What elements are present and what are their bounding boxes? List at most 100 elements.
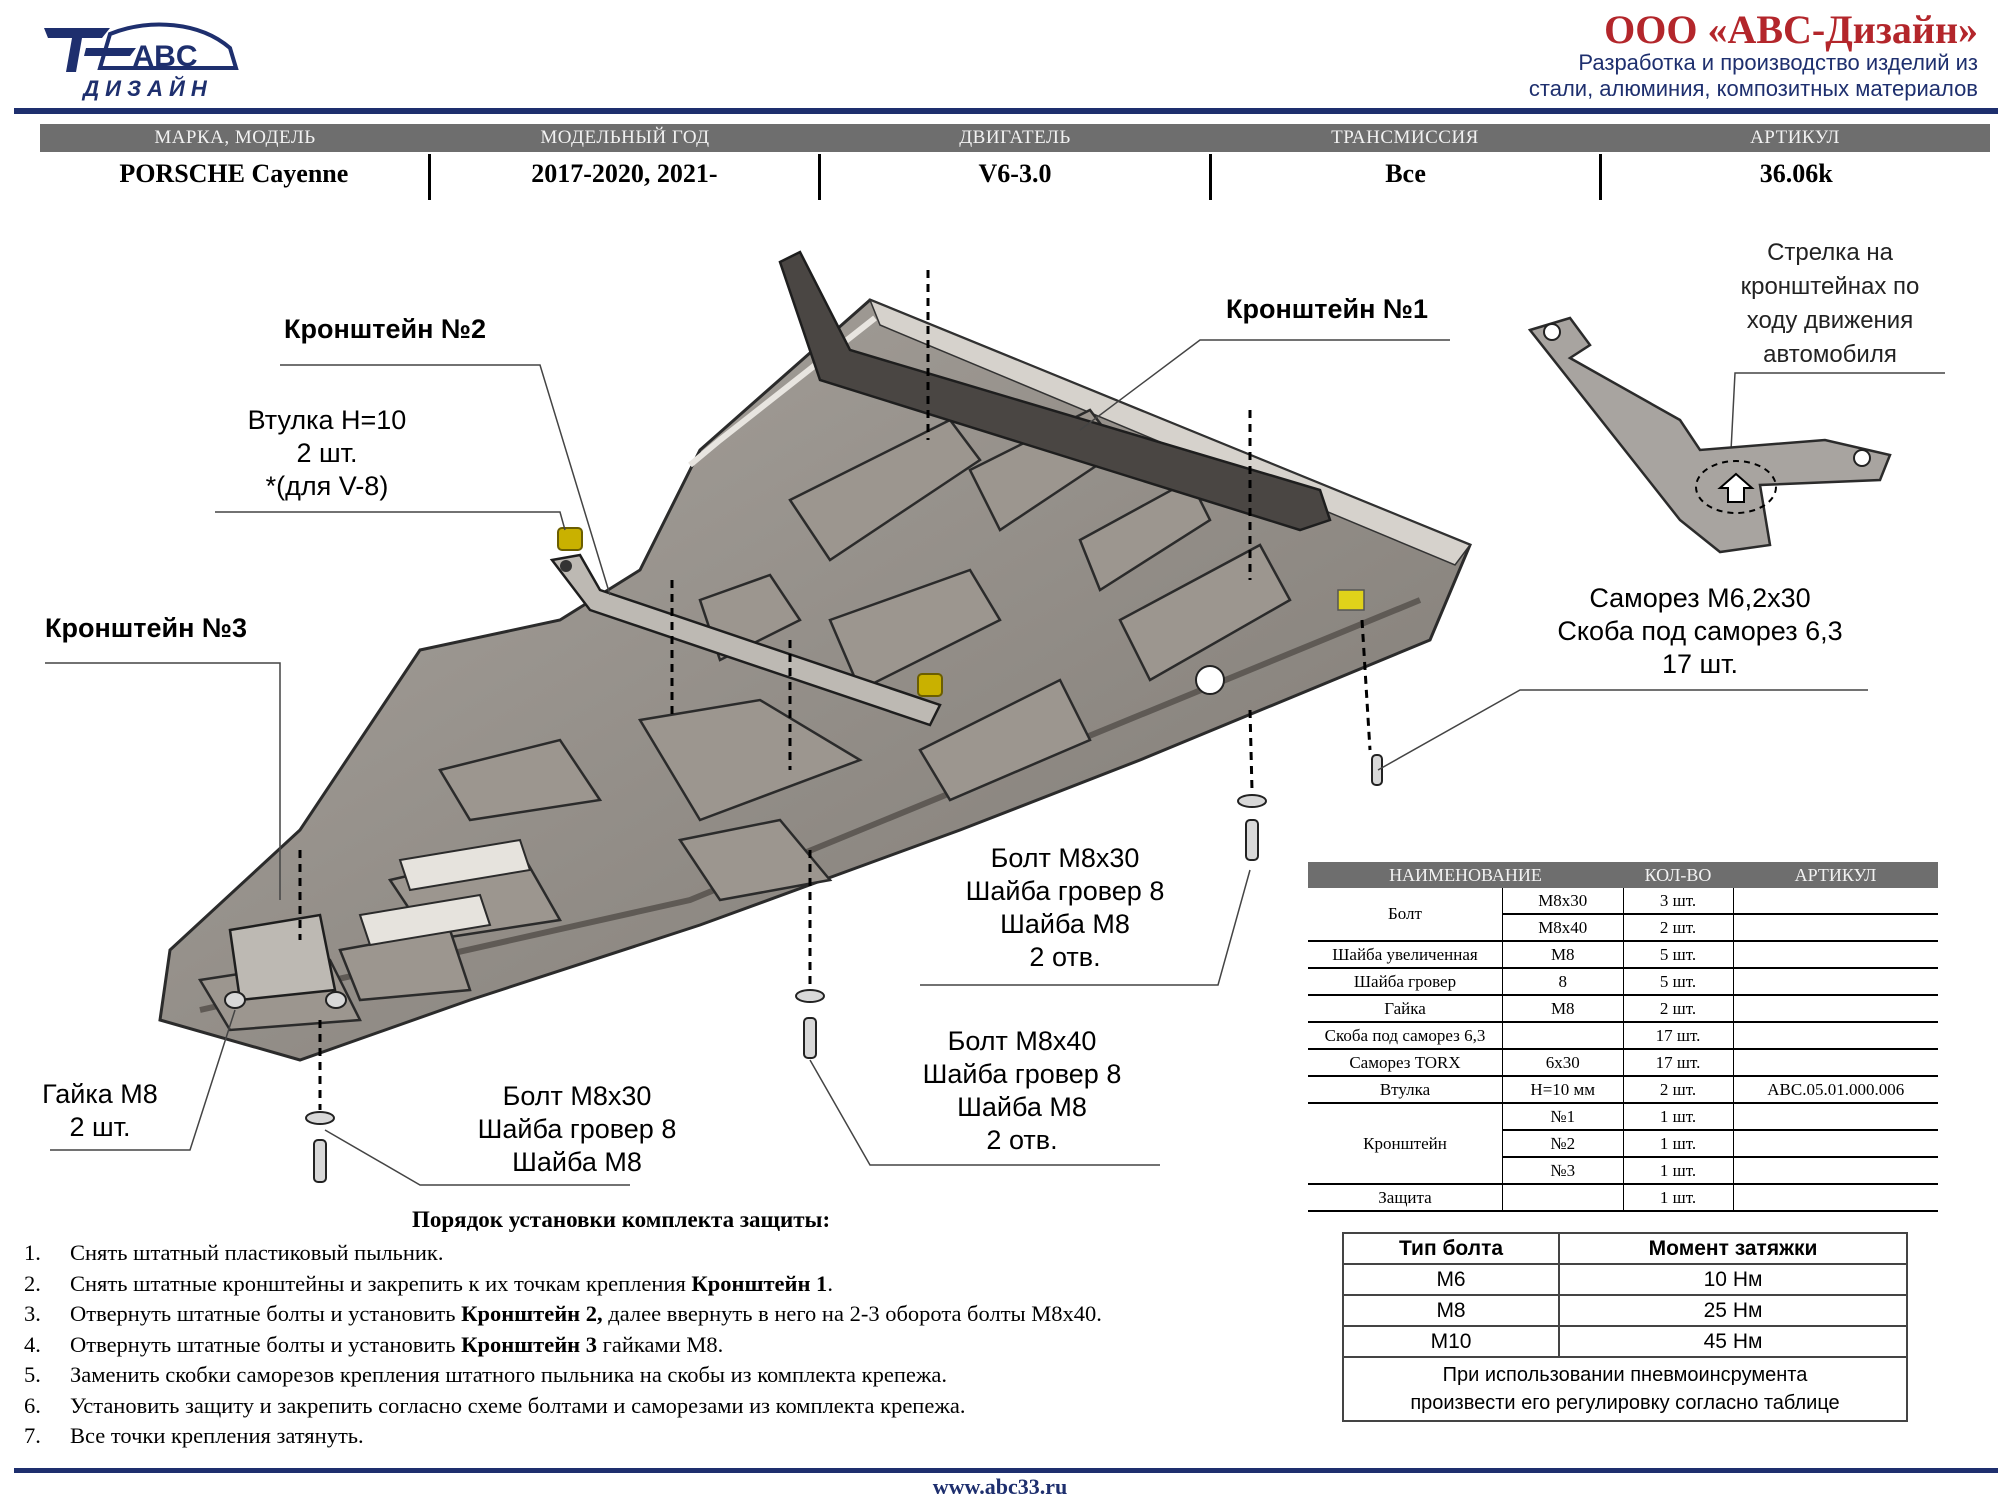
table-cell <box>1732 941 1938 969</box>
list-item: 4.Отвернуть штатные болты и установить К… <box>24 1330 1324 1361</box>
table-cell: Кронштейн <box>1308 1103 1503 1185</box>
callout-screw: Саморез М6,2х30 Скоба под саморез 6,3 17… <box>1540 582 1860 681</box>
step-bold-text: Кронштейн 1 <box>691 1270 828 1296</box>
spec-table-header: МАРКА, МОДЕЛЬ МОДЕЛЬНЫЙ ГОД ДВИГАТЕЛЬ ТР… <box>40 124 1990 152</box>
table-cell: 6х30 <box>1502 1049 1623 1077</box>
table-cell: 17 шт. <box>1622 1049 1733 1077</box>
table-cell: Скоба под саморез 6,3 <box>1308 1022 1503 1050</box>
callout-line: 2 отв. <box>1029 942 1101 972</box>
spec-col-year: МОДЕЛЬНЫЙ ГОД <box>540 127 710 148</box>
parts-table: НАИМЕНОВАНИЕ КОЛ-ВО АРТИКУЛ Болт М8х30 3… <box>1308 862 1938 1212</box>
spec-value-article: 36.06k <box>1599 154 1990 200</box>
spec-value-year: 2017-2020, 2021- <box>427 154 819 200</box>
table-cell: М8х40 <box>1502 914 1623 942</box>
callout-bracket-2: Кронштейн №2 <box>284 314 487 344</box>
table-row: М8х40 2 шт. <box>1308 914 1938 942</box>
table-row: Гайка М8 2 шт. <box>1308 995 1938 1023</box>
callout-line: Гайка М8 <box>42 1079 158 1109</box>
table-cell <box>1502 1184 1623 1212</box>
spec-value-transmission: Все <box>1208 154 1600 200</box>
callout-line: Шайба гровер 8 <box>477 1114 677 1144</box>
torque-col-torque: Момент затяжки <box>1558 1232 1908 1265</box>
leader-lines <box>45 339 1945 1186</box>
table-cell <box>1732 1184 1938 1212</box>
table-cell: ABC.05.01.000.006 <box>1732 1076 1938 1104</box>
callout-line: ходу движения <box>1746 307 1914 334</box>
guide-lines <box>298 270 1372 1110</box>
table-row: Кронштейн №1 1 шт. <box>1308 1103 1938 1185</box>
table-cell: 1 шт. <box>1622 1130 1733 1158</box>
callout-line: 2 отв. <box>986 1125 1058 1155</box>
spec-col-model: МАРКА, МОДЕЛЬ <box>154 127 316 148</box>
step-text: далее ввернуть в него на 2-3 оборота бол… <box>602 1301 1102 1326</box>
table-cell <box>1732 1130 1938 1158</box>
table-cell: 2 шт. <box>1622 914 1733 942</box>
table-cell: Защита <box>1308 1184 1503 1212</box>
table-row: Защита 1 шт. <box>1308 1184 1938 1212</box>
step-number: 5. <box>24 1362 41 1387</box>
table-cell <box>1502 1022 1623 1050</box>
parts-col-article: АРТИКУЛ <box>1733 862 1938 888</box>
instructions-list: 1.Снять штатный пластиковый пыльник. 2. С… <box>24 1238 1324 1452</box>
screw-clip <box>1337 589 1365 611</box>
table-row: При использовании пневмоинсрумента произ… <box>1342 1356 1908 1422</box>
table-cell: 10 Нм <box>1558 1263 1908 1296</box>
step-number: 6. <box>24 1392 41 1418</box>
list-item: 3.Отвернуть штатные болты и установить К… <box>24 1299 1324 1330</box>
callout-nut: Гайка М8 2 шт. <box>30 1078 170 1144</box>
table-row: №3 1 шт. <box>1308 1157 1938 1185</box>
bracket-3 <box>228 913 337 1002</box>
step-text: Отвернуть штатные болты и установить <box>70 1301 462 1326</box>
callout-bracket-3: Кронштейн №3 <box>45 613 248 643</box>
callout-bolt-m8x30-bottom: Болт М8х30 Шайба гровер 8 Шайба М8 <box>467 1080 687 1179</box>
torque-note-line: При использовании пневмоинсрумента <box>1442 1364 1808 1386</box>
table-cell: Н=10 мм <box>1502 1076 1623 1104</box>
table-cell: 1 шт. <box>1622 1103 1733 1131</box>
step-text: Отвернуть штатные болты и установить <box>70 1331 462 1357</box>
table-cell <box>1732 1157 1938 1185</box>
step-number: 1. <box>24 1240 41 1265</box>
step-text: Все точки крепления затянуть. <box>70 1423 364 1448</box>
table-cell: М8 <box>1502 995 1623 1023</box>
callout-arrow-note: Стрелка на кронштейнах по ходу движения … <box>1700 236 1960 372</box>
footer-link[interactable]: www.abc33.ru <box>932 1474 1068 1499</box>
spec-table-row: PORSCHE Cayenne 2017-2020, 2021- V6-3.0 … <box>40 154 1990 200</box>
company-logo: ABC ДИЗАЙН <box>44 22 239 101</box>
callout-line: Болт М8х30 <box>502 1081 652 1111</box>
table-cell: №2 <box>1502 1130 1623 1158</box>
header-divider <box>14 108 1998 114</box>
table-cell: М8 <box>1502 941 1623 969</box>
table-cell: Саморез TORX <box>1308 1049 1503 1077</box>
callout-line: Шайба гровер 8 <box>922 1059 1122 1089</box>
spec-col-engine: ДВИГАТЕЛЬ <box>959 127 1071 148</box>
table-cell <box>1732 1049 1938 1077</box>
table-cell: М10 <box>1341 1325 1561 1358</box>
list-item: 6. Установить защиту и закрепить согласно… <box>24 1391 1324 1422</box>
step-number: 7. <box>24 1423 41 1448</box>
step-text: Установить защиту и закрепить согласно с… <box>70 1392 966 1418</box>
parts-col-name: НАИМЕНОВАНИЕ <box>1308 862 1623 888</box>
logo-text: ABC <box>133 40 198 73</box>
callout-line: Шайба гровер 8 <box>965 876 1165 906</box>
table-cell: 1 шт. <box>1622 1184 1733 1212</box>
torque-col-type: Тип болта <box>1341 1232 1561 1265</box>
spec-value-engine: V6-3.0 <box>818 154 1209 200</box>
table-cell: 2 шт. <box>1622 1076 1733 1104</box>
table-row: Втулка Н=10 мм 2 шт. ABC.05.01.000.006 <box>1308 1076 1938 1104</box>
step-number: 2. <box>24 1270 41 1296</box>
arrow-bracket-illustration <box>1527 316 1892 554</box>
bushing <box>557 527 943 697</box>
table-cell: 1 шт. <box>1622 1157 1733 1185</box>
callout-line: 2 шт. <box>69 1112 131 1142</box>
torque-table-header: Тип болта Момент затяжки <box>1341 1232 1908 1265</box>
instructions-title: Порядок установки комплекта защиты: <box>412 1207 831 1232</box>
tagline-line: стали, алюминия, композитных материалов <box>1528 76 1978 101</box>
spec-col-article: АРТИКУЛ <box>1750 127 1840 148</box>
step-text: Снять штатные кронштейны и закрепить к и… <box>70 1270 692 1296</box>
callout-line: Болт М8х30 <box>990 843 1140 873</box>
logo-subtext: ДИЗАЙН <box>81 75 212 101</box>
table-cell <box>1732 1022 1938 1050</box>
callout-line: *(для V-8) <box>265 471 389 501</box>
step-number: 4. <box>24 1331 41 1357</box>
list-item: 1.Снять штатный пластиковый пыльник. <box>24 1238 1324 1269</box>
